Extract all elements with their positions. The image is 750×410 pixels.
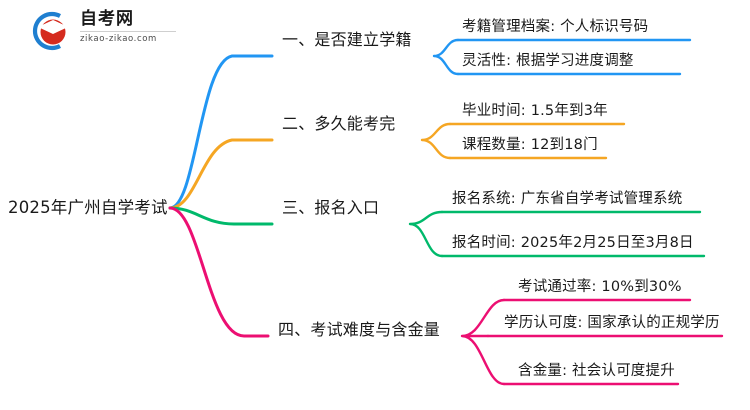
- leaf-node-2-1[interactable]: 毕业时间: 1.5年到3年: [462, 103, 608, 119]
- wire-branch-3-spine: [408, 210, 444, 258]
- branch-node-1[interactable]: 一、是否建立学籍: [282, 30, 412, 49]
- leaf-node-4-3[interactable]: 含金量: 社会认可度提升: [518, 363, 675, 379]
- branch-node-3[interactable]: 三、报名入口: [282, 198, 380, 217]
- leaf-node-3-1[interactable]: 报名系统: 广东省自学考试管理系统: [452, 191, 683, 207]
- logo-url: zikao-zikao.com: [80, 34, 157, 44]
- leaf-node-2-2[interactable]: 课程数量: 12到18门: [462, 137, 598, 153]
- leaf-node-4-1[interactable]: 考试通过率: 10%到30%: [518, 279, 682, 295]
- wire-root-to-branch-1: [168, 54, 274, 210]
- wire-branch-4-spine: [460, 298, 506, 386]
- wire-branch-2-spine: [420, 122, 452, 160]
- wire-root-to-branch-3: [168, 206, 274, 226]
- graduation-cap-icon: [32, 11, 68, 51]
- logo-text-block: 自考网 zikao-zikao.com: [80, 9, 178, 44]
- wire-root-to-branch-2: [168, 138, 274, 210]
- branch-node-4[interactable]: 四、考试难度与含金量: [278, 320, 441, 339]
- leaf-node-4-2[interactable]: 学历认可度: 国家承认的正规学历: [504, 315, 720, 331]
- site-logo[interactable]: 自考网 zikao-zikao.com: [28, 8, 178, 54]
- leaf-node-1-2[interactable]: 灵活性: 根据学习进度调整: [462, 53, 634, 69]
- wire-branch-1-spine: [432, 38, 460, 76]
- logo-name: 自考网: [80, 9, 134, 29]
- leaf-node-3-2[interactable]: 报名时间: 2025年2月25日至3月8日: [452, 235, 694, 251]
- leaf-node-1-1[interactable]: 考籍管理档案: 个人标识号码: [462, 19, 649, 35]
- root-node[interactable]: 2025年广州自学考试: [8, 198, 168, 217]
- logo-divider: [80, 31, 176, 32]
- wire-root-to-branch-4: [168, 206, 270, 338]
- branch-node-2[interactable]: 二、多久能考完: [282, 114, 396, 133]
